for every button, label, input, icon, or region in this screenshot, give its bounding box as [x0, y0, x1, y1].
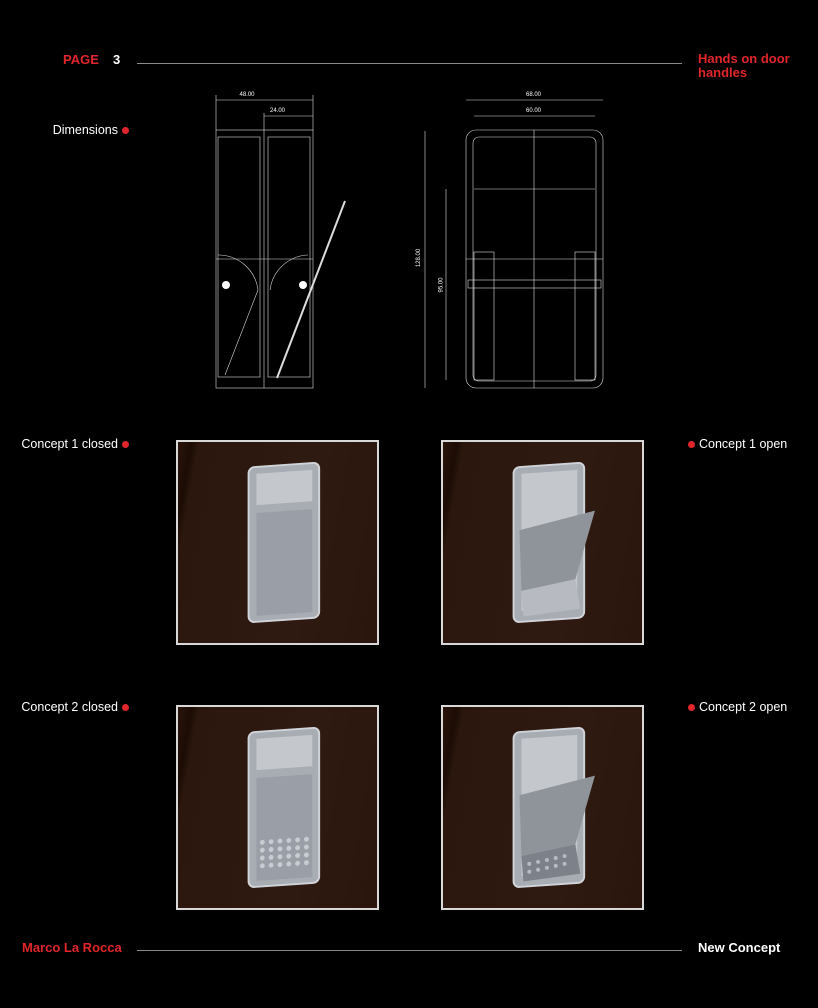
label-text: Concept 1 closed — [21, 437, 118, 451]
dim-front-inner: 60.00 — [526, 108, 542, 114]
dim-side-width: 48.00 — [239, 92, 255, 98]
author-name: Marco La Rocca — [22, 940, 122, 955]
dim-side-offset: 24.00 — [270, 108, 286, 114]
render-concept1-closed — [176, 440, 379, 645]
section-label-dimensions: Dimensions — [53, 123, 133, 137]
bullet-icon — [122, 441, 129, 449]
title-line-1: Hands on door — [698, 51, 790, 66]
technical-drawing — [215, 95, 604, 389]
front-view — [424, 99, 604, 389]
dim-height-inner: 95.00 — [438, 277, 445, 293]
render-concept2-open — [441, 705, 644, 910]
bullet-icon — [688, 704, 695, 712]
footer-divider — [137, 950, 682, 951]
label-text: Concept 2 open — [699, 700, 788, 714]
section-label-concept2-closed: Concept 2 closed — [21, 700, 133, 714]
side-view — [215, 95, 346, 389]
label-text: Dimensions — [52, 123, 118, 137]
dim-height-total: 128.00 — [416, 248, 423, 268]
bullet-icon — [122, 127, 129, 135]
section-label-concept2-open: Concept 2 open — [684, 700, 787, 714]
dim-front-outer: 68.00 — [526, 92, 542, 98]
bullet-icon — [122, 704, 129, 712]
page-label: PAGE — [63, 52, 99, 67]
footer-subtitle: New Concept — [698, 940, 781, 955]
header-divider — [137, 63, 682, 64]
render-concept2-closed — [176, 705, 379, 910]
title-line-2: handles — [698, 65, 748, 80]
document-title: Hands on door handles — [698, 52, 790, 80]
concept2-closed-shape — [247, 726, 321, 888]
bullet-icon — [688, 441, 695, 449]
page-number: 3 — [113, 52, 121, 67]
render-concept1-open — [441, 440, 644, 645]
label-text: Concept 1 open — [699, 437, 788, 451]
label-text: Concept 2 closed — [21, 700, 118, 714]
section-label-concept1-closed: Concept 1 closed — [21, 437, 133, 451]
section-label-concept1-open: Concept 1 open — [684, 437, 787, 451]
